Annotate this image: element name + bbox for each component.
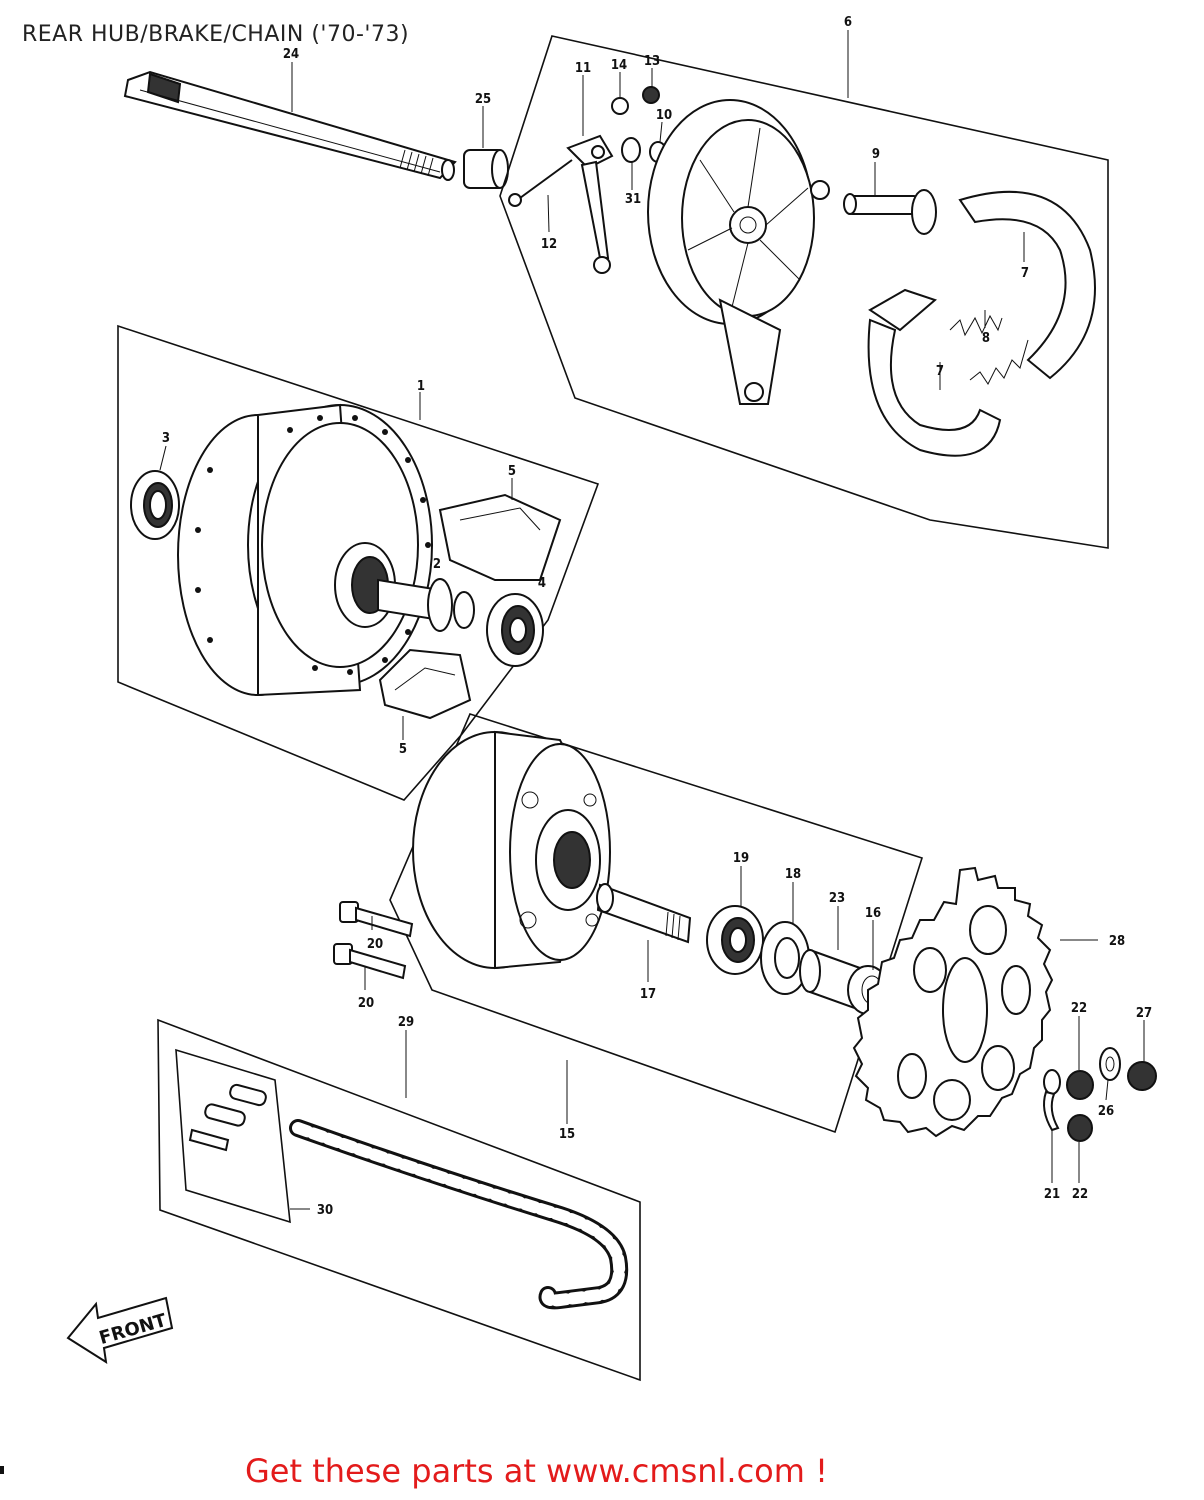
callout-2: 2	[433, 557, 441, 572]
brake-small-parts-drawing	[611, 86, 667, 163]
callout-11: 11	[575, 61, 591, 76]
footer-promo-text: Get these parts at www.cmsnl.com !	[245, 1452, 828, 1490]
callout-21: 21	[1044, 1187, 1060, 1202]
leader-lines	[159, 30, 1145, 1210]
chain-joint-drawing	[188, 1083, 267, 1152]
callout-16: 16	[865, 906, 881, 921]
callout-28: 28	[1109, 934, 1125, 949]
callout-19: 19	[733, 851, 749, 866]
sprocket-fasteners-drawing	[1043, 1047, 1157, 1142]
hub-bearing-right-drawing	[486, 593, 544, 667]
callout-18: 18	[785, 867, 801, 882]
front-direction-arrow: FRONT	[66, 1296, 174, 1365]
callout-5-upper: 5	[508, 464, 516, 479]
callout-14: 14	[611, 58, 627, 73]
rear-axle-drawing	[123, 70, 457, 181]
callout-12: 12	[541, 237, 557, 252]
sprocket-hub-frame	[389, 713, 924, 1134]
brake-panel-assembly-frame	[499, 35, 1109, 549]
hub-dampers-drawing	[378, 493, 562, 720]
callout-27: 27	[1136, 1006, 1152, 1021]
callout-24: 24	[283, 47, 299, 62]
callout-3: 3	[162, 431, 170, 446]
callout-8: 8	[982, 331, 990, 346]
brake-cam-drawing	[843, 189, 937, 235]
callout-4: 4	[538, 576, 546, 591]
callout-23: 23	[829, 891, 845, 906]
callout-31: 31	[625, 192, 641, 207]
callout-26: 26	[1098, 1104, 1114, 1119]
axle-spacer-drawing	[463, 149, 509, 189]
brake-cam-lever-drawing	[508, 134, 614, 274]
callout-20-upper: 20	[367, 937, 383, 952]
callout-7-upper: 7	[1021, 266, 1029, 281]
drive-chain-drawing	[289, 1119, 629, 1310]
sprocket-bolts-drawing	[333, 901, 414, 980]
sprocket-hub-drawing	[412, 730, 611, 970]
callout-20-lower: 20	[358, 996, 374, 1011]
rear-sprocket-drawing	[852, 866, 1054, 1138]
callout-22-upper: 22	[1071, 1001, 1087, 1016]
callout-17: 17	[640, 987, 656, 1002]
callout-30: 30	[317, 1203, 333, 1218]
callout-6: 6	[844, 15, 852, 30]
callout-labels: 24 25 6 11 14 13 10 31 12 9 7 8 7 1 3 5 …	[162, 15, 1152, 1218]
diagram-title: REAR HUB/BRAKE/CHAIN ('70-'73)	[22, 22, 410, 47]
brake-panel-drawing	[647, 99, 830, 405]
callout-5-lower: 5	[399, 742, 407, 757]
callout-22-lower: 22	[1072, 1187, 1088, 1202]
callout-25: 25	[475, 92, 491, 107]
sprocket-collar-drawing	[596, 883, 692, 944]
brake-shoes-drawing	[867, 190, 1096, 457]
callout-7-lower: 7	[936, 364, 944, 379]
hub-bearing-left-drawing	[130, 470, 180, 540]
page-edge-mark	[0, 1466, 4, 1474]
drive-chain-frame	[157, 1018, 641, 1382]
callout-15: 15	[559, 1127, 575, 1142]
callout-9: 9	[872, 147, 880, 162]
callout-29: 29	[398, 1015, 414, 1030]
rear-hub-drawing	[177, 403, 433, 697]
sprocket-bearing-drawing	[706, 905, 764, 975]
callout-13: 13	[644, 54, 660, 69]
callout-1: 1	[417, 379, 425, 394]
callout-10: 10	[656, 108, 672, 123]
chain-joint-inset-frame	[175, 1048, 291, 1224]
hub-distance-collar-drawing	[377, 578, 475, 632]
